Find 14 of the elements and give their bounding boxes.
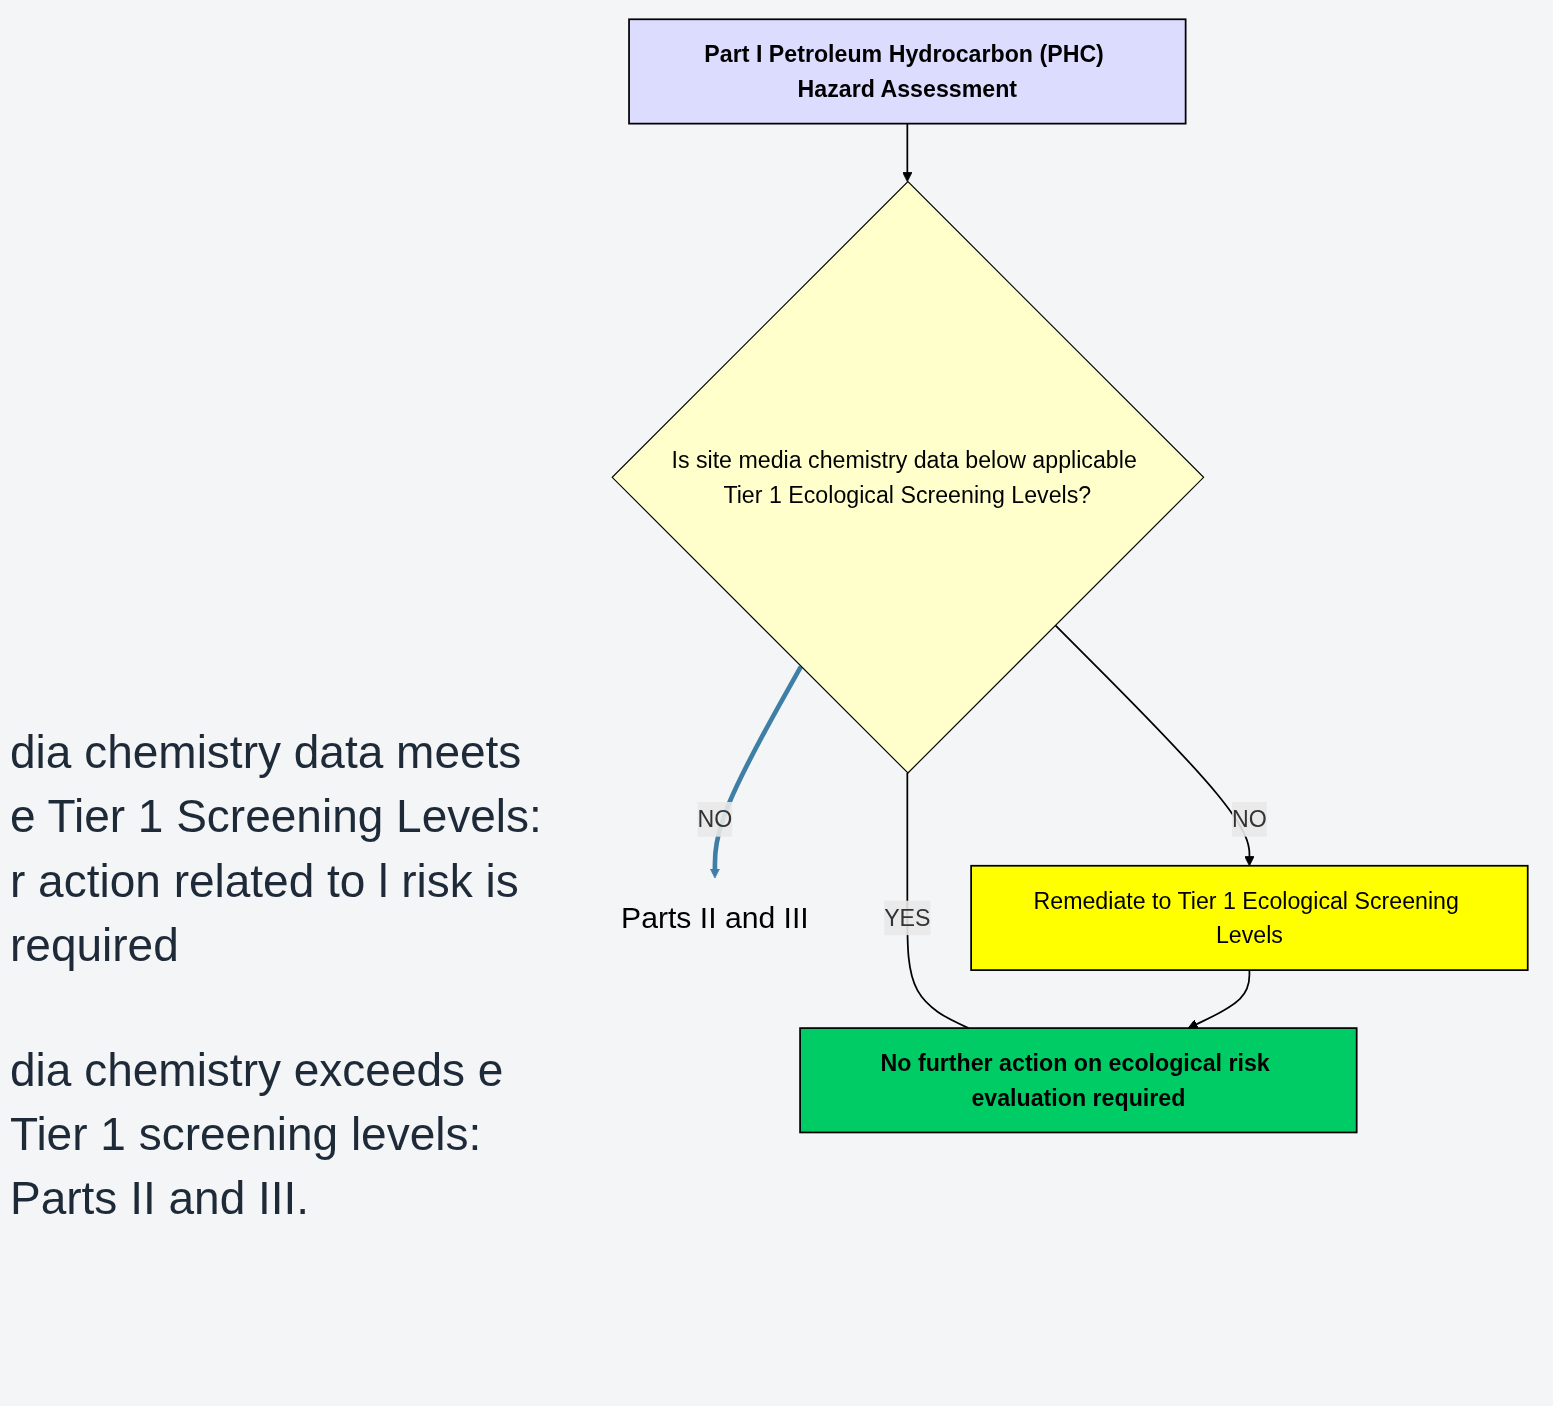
edge-label: NO [1231, 806, 1267, 833]
arrow [901, 122, 912, 183]
arrow [1053, 624, 1255, 867]
connector [905, 772, 969, 1029]
node-text: Parts II and III [620, 899, 809, 935]
node-box: Part I Petroleum Hydrocarbon (PHC) Hazard Assessment [627, 18, 1186, 125]
node-diamond: Is site media chemistry data below applicable Tier 1 Ecological Screening Levels? [610, 180, 1204, 774]
note-text: dia chemistry data meets e Tier 1 Screening Levels: r action related to l risk is required [10, 725, 543, 974]
note-text: dia chemistry exceeds e Tier 1 screening levels: Parts II and III. [10, 1042, 505, 1227]
node-box: Remediate to Tier 1 Ecological Screening Levels [969, 864, 1529, 971]
edge-label: YES [883, 905, 931, 931]
node-box: No further action on ecological risk evaluation required [798, 1027, 1358, 1134]
edge-label: NO [697, 806, 732, 833]
arrow [1187, 969, 1250, 1029]
